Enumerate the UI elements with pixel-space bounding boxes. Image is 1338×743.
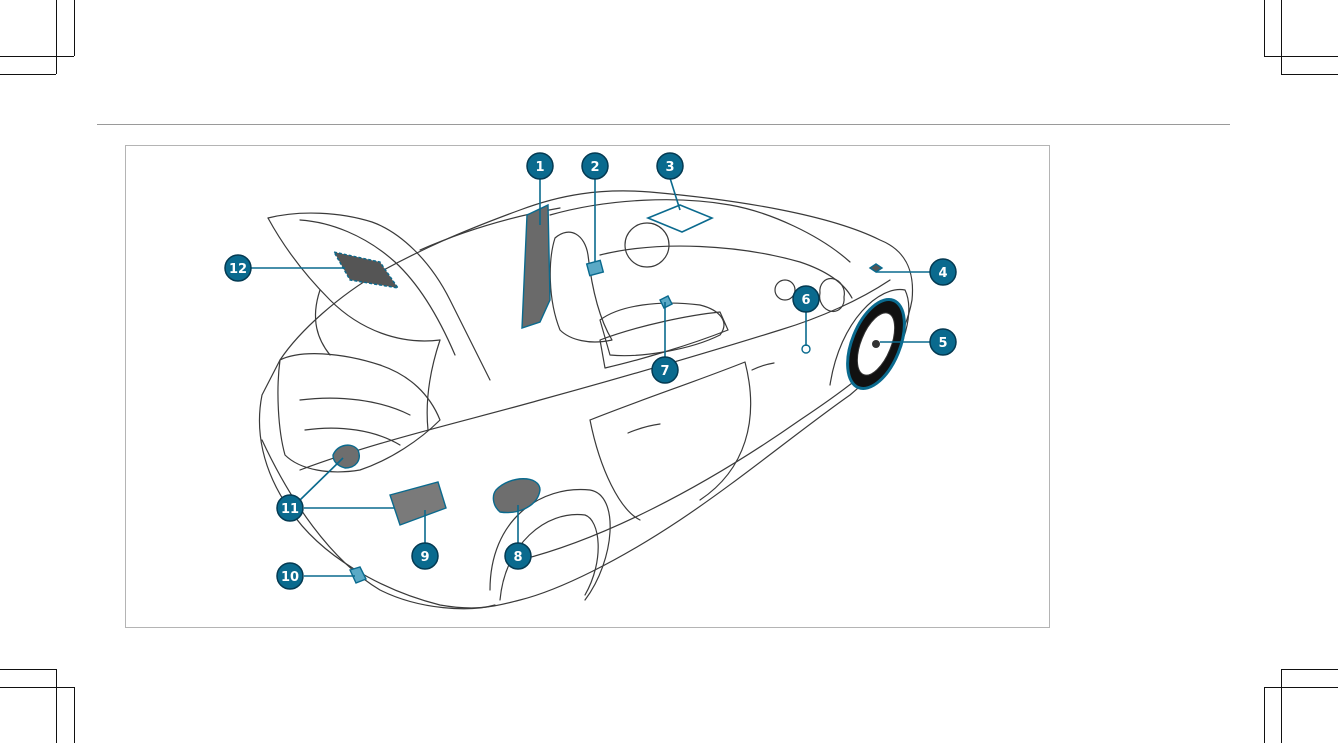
steering-wheel: [625, 223, 669, 267]
trunk-strut-left: [315, 290, 330, 355]
callout-3: 3: [657, 153, 683, 179]
callout-7: 7: [652, 357, 678, 383]
callout-10: 10: [277, 563, 303, 589]
leader-11b: [300, 458, 343, 500]
highlighted-components: [333, 205, 916, 583]
callout-7-label: 7: [660, 364, 669, 379]
callout-9-label: 9: [420, 550, 429, 565]
trunk-floor: [300, 398, 410, 445]
callout-2-label: 2: [590, 160, 599, 175]
mirror-left: [775, 280, 795, 300]
front-sensor-highlight: [870, 264, 882, 272]
lid-panel-highlight: [334, 252, 398, 288]
trunk-lid-edge: [300, 220, 455, 355]
callout-5: 5: [930, 329, 956, 355]
callout-1-label: 1: [535, 160, 544, 175]
callout-9: 9: [412, 543, 438, 569]
callout-3-label: 3: [665, 160, 674, 175]
trunk-lid-outer: [268, 213, 490, 380]
callout-10-label: 10: [281, 570, 299, 585]
b-pillar-highlight: [522, 205, 550, 328]
callout-6: 6: [793, 286, 819, 312]
callout-6-label: 6: [801, 293, 810, 308]
door-handle-2: [752, 363, 774, 370]
door-handle: [628, 424, 660, 433]
callout-11: 11: [277, 495, 303, 521]
callout-12-label: 12: [229, 262, 247, 277]
callout-4-label: 4: [938, 266, 947, 281]
front-hub: [872, 340, 880, 348]
bonnet-release-highlight: [802, 345, 810, 353]
callout-8-label: 8: [513, 550, 522, 565]
callout-1: 1: [527, 153, 553, 179]
callout-5-label: 5: [938, 336, 947, 351]
seat-control-highlight: [587, 260, 604, 275]
tow-bar-highlight: [350, 567, 366, 583]
passenger-seat: [600, 303, 724, 355]
driver-seat: [550, 232, 612, 342]
callout-2: 2: [582, 153, 608, 179]
mirror-right: [820, 279, 845, 312]
callout-12: 12: [225, 255, 251, 281]
car-door-line: [590, 362, 751, 520]
console-highlight: [660, 296, 672, 308]
trunk-battery-highlight: [390, 482, 446, 525]
callout-4: 4: [930, 259, 956, 285]
callout-8: 8: [505, 543, 531, 569]
fuel-flap-highlight: [493, 479, 540, 513]
car-rocker-line: [520, 375, 862, 560]
callout-11-label: 11: [281, 502, 299, 517]
